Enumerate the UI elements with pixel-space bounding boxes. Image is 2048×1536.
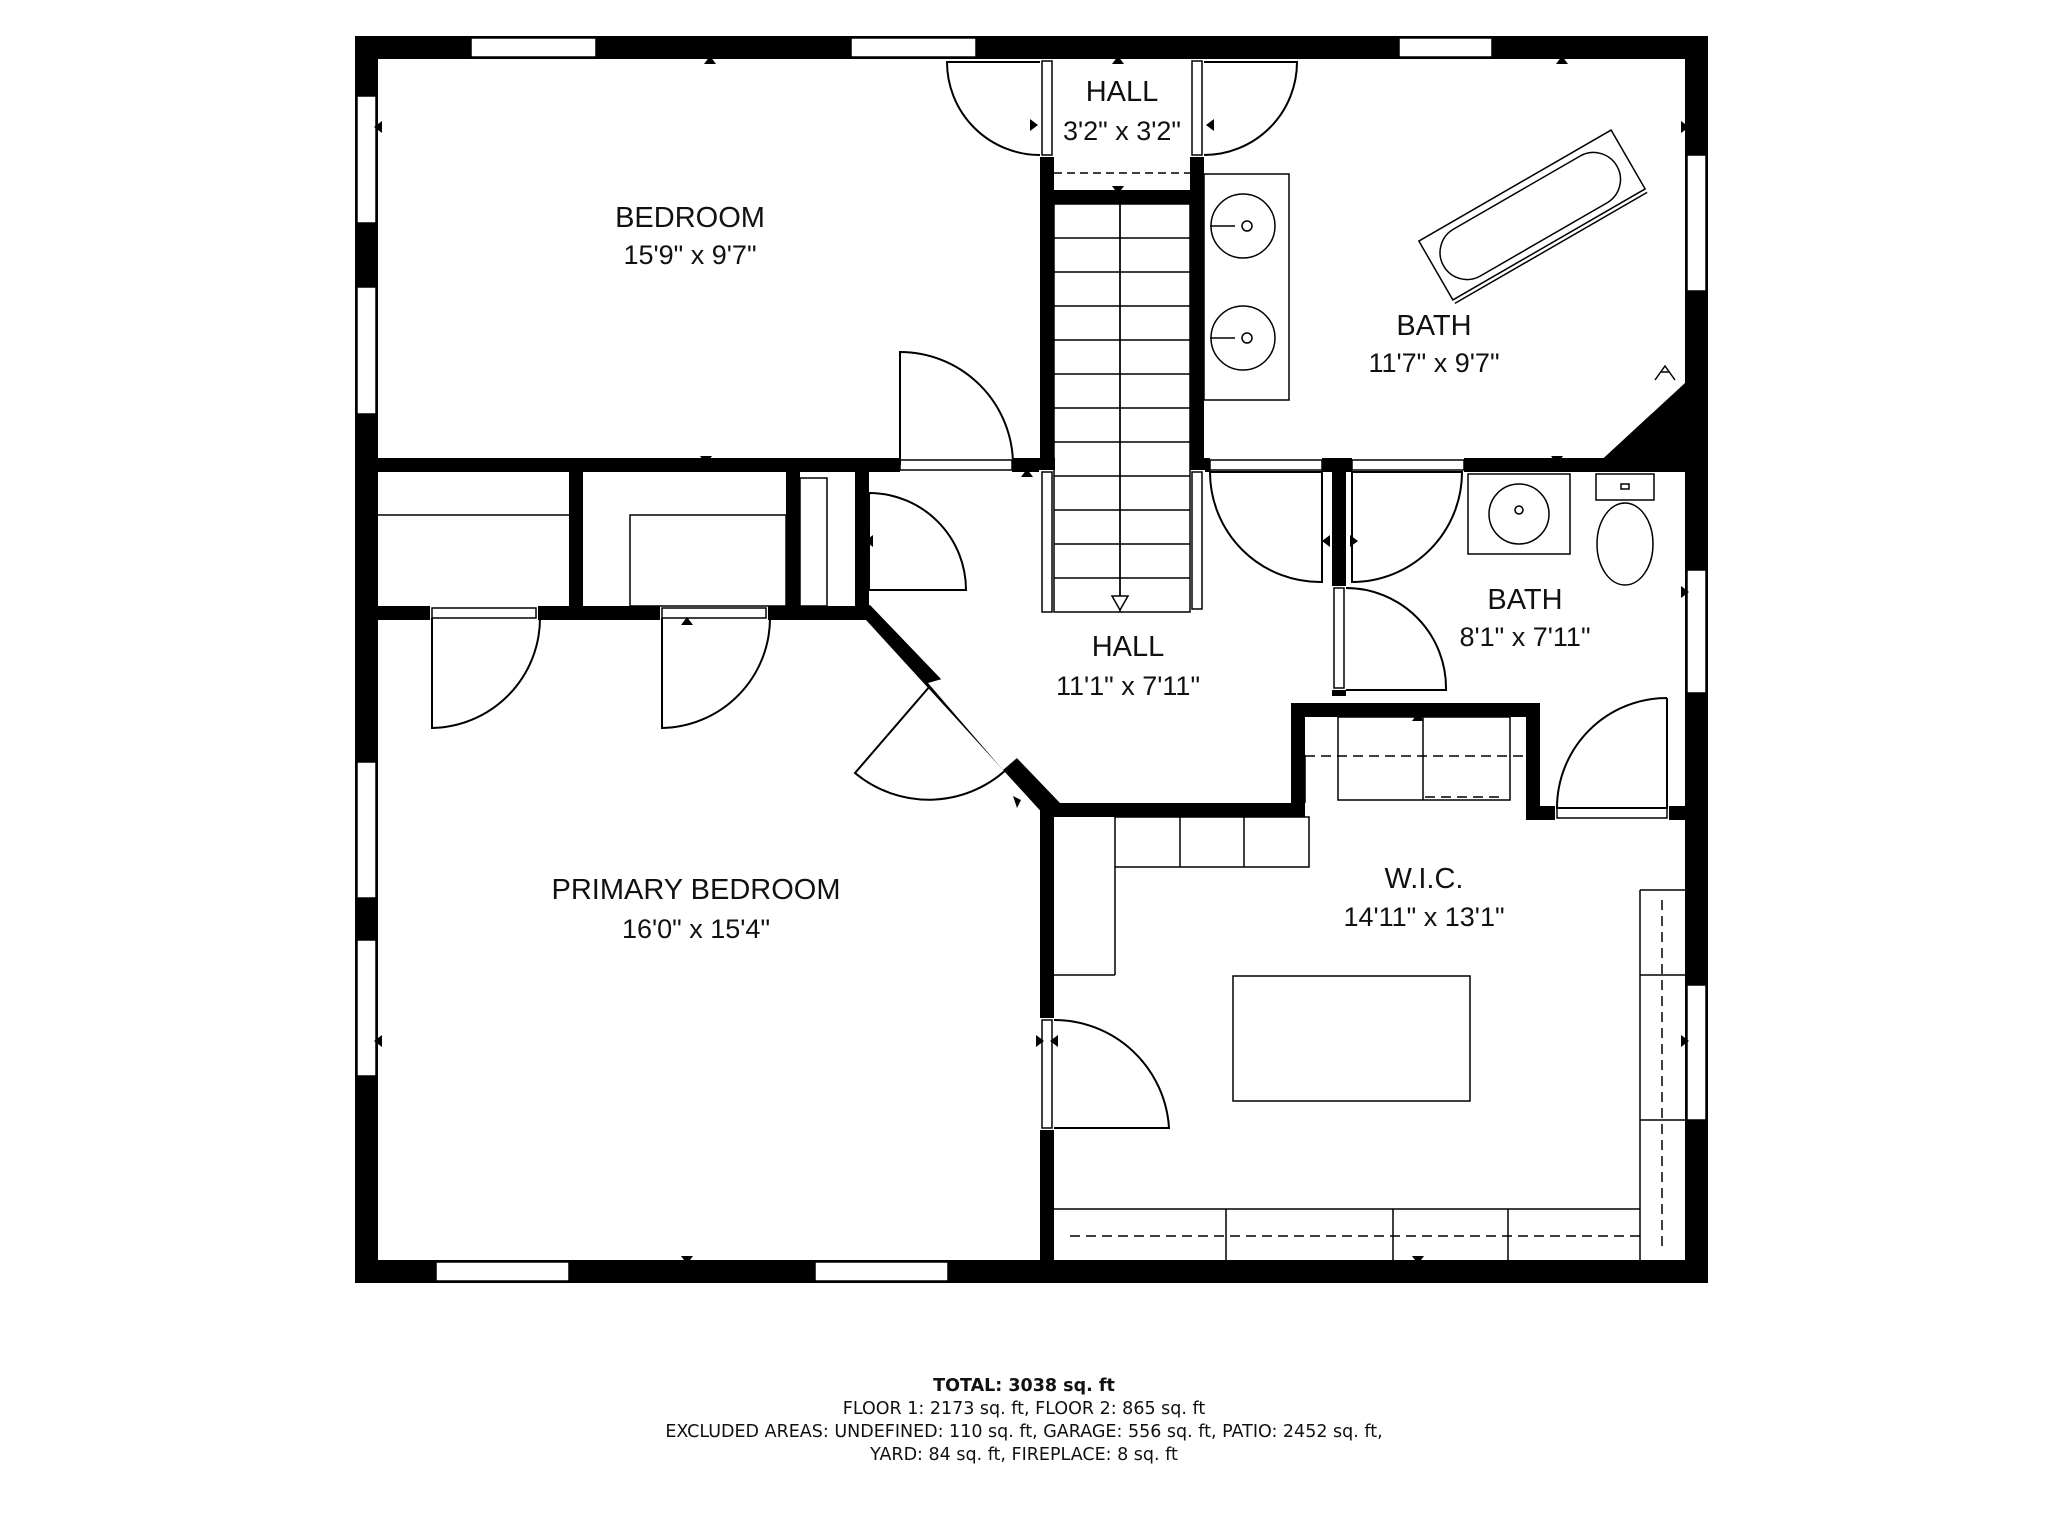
windows: [356, 37, 1707, 1282]
window-top-3: [1398, 37, 1493, 58]
window-right-1: [1686, 154, 1707, 292]
room-hall-dims: 11'1" x 7'11": [1056, 671, 1200, 701]
excluded-areas-continued: YARD: 84 sq. ft, FIREPLACE: 8 sq. ft: [870, 1445, 1178, 1465]
wall-closet-div-1: [569, 466, 583, 616]
room-wic-dims: 14'11" x 13'1": [1343, 902, 1504, 932]
door-closet-2: [661, 617, 771, 730]
toilet-tank: [1595, 473, 1655, 501]
vanity: [1203, 173, 1290, 401]
door-openings: [430, 59, 1669, 1130]
wall-wic-notch-left: [1291, 703, 1305, 811]
door-hall-top-right: [1203, 61, 1299, 156]
total-area: TOTAL: 3038 sq. ft: [933, 1376, 1115, 1396]
bath-main-fixtures: [1203, 129, 1676, 401]
floor-areas: FLOOR 1: 2173 sq. ft, FLOOR 2: 865 sq. f…: [842, 1399, 1206, 1419]
wall-wic-notch-top: [1291, 703, 1535, 717]
room-bath-main-dims: 11'7" x 9'7": [1368, 348, 1499, 378]
window-top-2: [850, 37, 977, 58]
wic-island: [1232, 975, 1471, 1102]
window-bottom-1: [435, 1261, 570, 1282]
excluded-areas: EXCLUDED AREAS: UNDEFINED: 110 sq. ft, G…: [665, 1422, 1383, 1442]
room-hall-name: HALL: [1092, 631, 1165, 663]
room-primary-bedroom-dims: 16'0" x 15'4": [622, 914, 770, 944]
room-primary-bedroom-name: PRIMARY BEDROOM: [552, 874, 841, 906]
room-labels: HALL 3'2" x 3'2" BEDROOM 15'9" x 9'7" BA…: [552, 76, 1591, 944]
bath-small-fixtures: [1467, 473, 1655, 586]
dashed-lines: [1070, 755, 1663, 1250]
wall-wic-top: [1040, 803, 1305, 817]
window-right-2: [1686, 569, 1707, 694]
area-summary: TOTAL: 3038 sq. ft FLOOR 1: 2173 sq. ft,…: [0, 1375, 2048, 1467]
toilet-bowl: [1596, 502, 1654, 586]
measure-markers: [374, 56, 1689, 1264]
door-bedroom: [899, 350, 1014, 466]
window-top-1: [470, 37, 597, 58]
door-hall-top-left: [945, 61, 1041, 156]
door-closet-1: [431, 617, 541, 730]
room-wic-name: W.I.C.: [1385, 863, 1464, 895]
walls: [355, 36, 1708, 1283]
stairs: [1053, 172, 1191, 613]
window-left-3: [356, 761, 377, 899]
wall-wic-notch-right: [1526, 703, 1540, 818]
room-bedroom-name: BEDROOM: [615, 202, 765, 234]
window-bottom-2: [814, 1261, 949, 1282]
window-left-1: [356, 95, 377, 224]
wall-closet-div-2: [786, 466, 800, 616]
window-left-4: [356, 939, 377, 1077]
room-hall-top-dims: 3'2" x 3'2": [1063, 116, 1181, 146]
room-bath-small-name: BATH: [1487, 584, 1562, 616]
bath-corner-chase: [1595, 383, 1685, 466]
room-hall-top-name: HALL: [1086, 76, 1159, 108]
sink-small: [1467, 473, 1571, 555]
wall-bedroom-bottom: [378, 458, 1055, 472]
wall-hall-top-bottom: [1040, 190, 1204, 204]
room-bath-main-name: BATH: [1396, 310, 1471, 342]
door-primary: [853, 685, 1011, 801]
wall-closet-div-3: [855, 466, 869, 616]
wic-fixtures: [1054, 716, 1685, 1260]
door-bath-small-left: [1345, 587, 1448, 691]
wall-stair-left: [1040, 59, 1054, 472]
exterior-wall-top: [355, 36, 1708, 59]
door-swings: [431, 61, 1668, 1129]
exterior-wall-bottom: [355, 1260, 1708, 1283]
door-bath-main: [1209, 471, 1323, 584]
bathtub: [1417, 129, 1647, 301]
door-wic: [1053, 1018, 1171, 1129]
closet-details: [378, 477, 828, 607]
window-right-3: [1686, 984, 1707, 1121]
room-bath-small-dims: 8'1" x 7'11": [1459, 622, 1590, 652]
room-bedroom-dims: 15'9" x 9'7": [623, 240, 756, 270]
door-linen: [868, 491, 968, 591]
door-bath-small-top: [1351, 471, 1464, 584]
window-left-2: [356, 286, 377, 415]
door-bath-right: [1555, 697, 1668, 809]
